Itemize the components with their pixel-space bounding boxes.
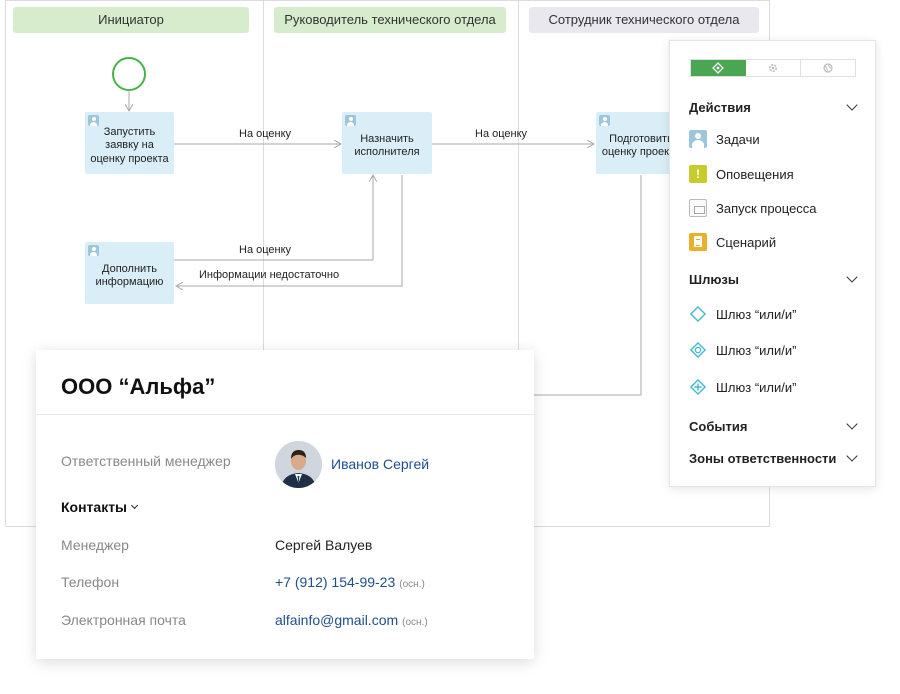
tab-elements[interactable] [691,60,746,76]
tool-notifications[interactable]: ! Оповещения [689,165,794,183]
flow-label: На оценку [239,244,292,256]
section-title: События [689,419,748,434]
flow-info-to-assign[interactable] [174,175,373,261]
gear-icon [768,63,778,73]
contacts-title: Контакты [61,499,128,515]
flow-label: Информации недостаточно [199,269,340,281]
lane-header: Инициатор [13,7,249,33]
divider [36,414,534,415]
chevron-down-icon [130,501,139,510]
diamond-icon [712,62,724,74]
task-add-info[interactable]: Дополнить информацию [85,242,174,304]
user-task-icon [689,130,707,148]
task-label: Назначить исполнителя [354,132,420,159]
tab-settings[interactable] [746,60,801,76]
task-assign[interactable]: Назначить исполнителя [342,112,432,174]
tool-label: Запуск процесса [716,200,817,216]
task-label: Подготовить оценку проекта [601,132,681,159]
tool-script[interactable]: Сценарий [689,233,776,251]
lane-header: Сотрудник технического отдела [529,7,759,33]
chevron-down-icon [846,450,858,462]
task-label: Дополнить информацию [95,262,164,289]
section-title: Действия [689,100,751,115]
contact-label-manager: Менеджер [61,537,129,553]
avatar[interactable] [275,441,322,488]
phone-link[interactable]: +7 (912) 154-99-23 [275,574,396,590]
section-title: Шлюзы [689,272,739,287]
contact-label-email: Электронная почта [61,612,186,628]
tool-process-launch[interactable]: Запуск процесса [689,199,817,217]
start-event[interactable] [112,57,146,91]
tool-label: Шлюз “или/и” [716,379,797,395]
task-start-request[interactable]: Запустить заявку на оценку проекта [85,112,174,174]
user-icon [345,115,356,126]
task-label: Запустить заявку на оценку проекта [90,125,169,165]
chevron-down-icon [846,99,858,111]
process-icon [689,199,707,217]
user-icon [599,115,610,126]
globe-icon [823,63,833,73]
tool-label: Шлюз “или/и” [716,342,797,358]
toolbox-panel: Действия Задачи ! Оповещения Запуск проц… [669,40,876,487]
chevron-down-icon [846,271,858,283]
tool-label: Задачи [716,131,760,147]
company-card: ООО “Альфа” Ответственный менеджер Ивано… [36,350,534,659]
tool-label: Шлюз “или/и” [716,306,797,322]
section-gateways[interactable]: Шлюзы [689,271,859,287]
gateway-plus-icon [689,378,707,396]
toolbox-tabs [690,59,856,77]
exclamation-icon: ! [689,165,707,183]
tool-label: Оповещения [716,166,794,182]
tool-gateway-3[interactable]: Шлюз “или/и” [689,378,796,396]
gateway-diamond-icon [689,305,707,323]
manager-name-link[interactable]: Иванов Сергей [331,456,430,472]
tool-gateway-1[interactable]: Шлюз “или/и” [689,305,796,323]
contact-label-phone: Телефон [61,574,120,590]
section-zones[interactable]: Зоны ответственности [689,450,859,466]
flow-label: На оценку [475,128,528,140]
section-actions[interactable]: Действия [689,99,859,115]
script-icon [689,233,707,251]
contact-value-email: alfainfo@gmail.com(осн.) [275,612,428,628]
flow-return[interactable] [534,175,642,396]
flow-not-enough[interactable] [176,175,403,286]
section-title: Зоны ответственности [689,451,837,466]
contact-value-text: Сергей Валуев [275,537,373,553]
contact-value-manager: Сергей Валуев [275,537,372,553]
primary-note: (осн.) [402,617,428,628]
tool-label: Сценарий [716,234,777,250]
tool-tasks[interactable]: Задачи [689,130,760,148]
primary-note: (осн.) [399,579,425,590]
lane-header: Руководитель технического отдела [274,7,506,33]
chevron-down-icon [846,418,858,430]
manager-label: Ответственный менеджер [61,453,231,469]
flow-label: На оценку [239,128,292,140]
section-events[interactable]: События [689,418,859,434]
gateway-circle-icon [689,341,707,359]
company-title: ООО “Альфа” [61,374,216,399]
tool-gateway-2[interactable]: Шлюз “или/и” [689,341,796,359]
contacts-toggle[interactable]: Контакты [61,499,139,515]
user-icon [88,245,99,256]
tab-global[interactable] [801,60,855,76]
contact-value-phone: +7 (912) 154-99-23(осн.) [275,574,425,590]
email-link[interactable]: alfainfo@gmail.com [275,612,399,628]
user-icon [88,115,99,126]
person-photo-icon [275,441,322,488]
